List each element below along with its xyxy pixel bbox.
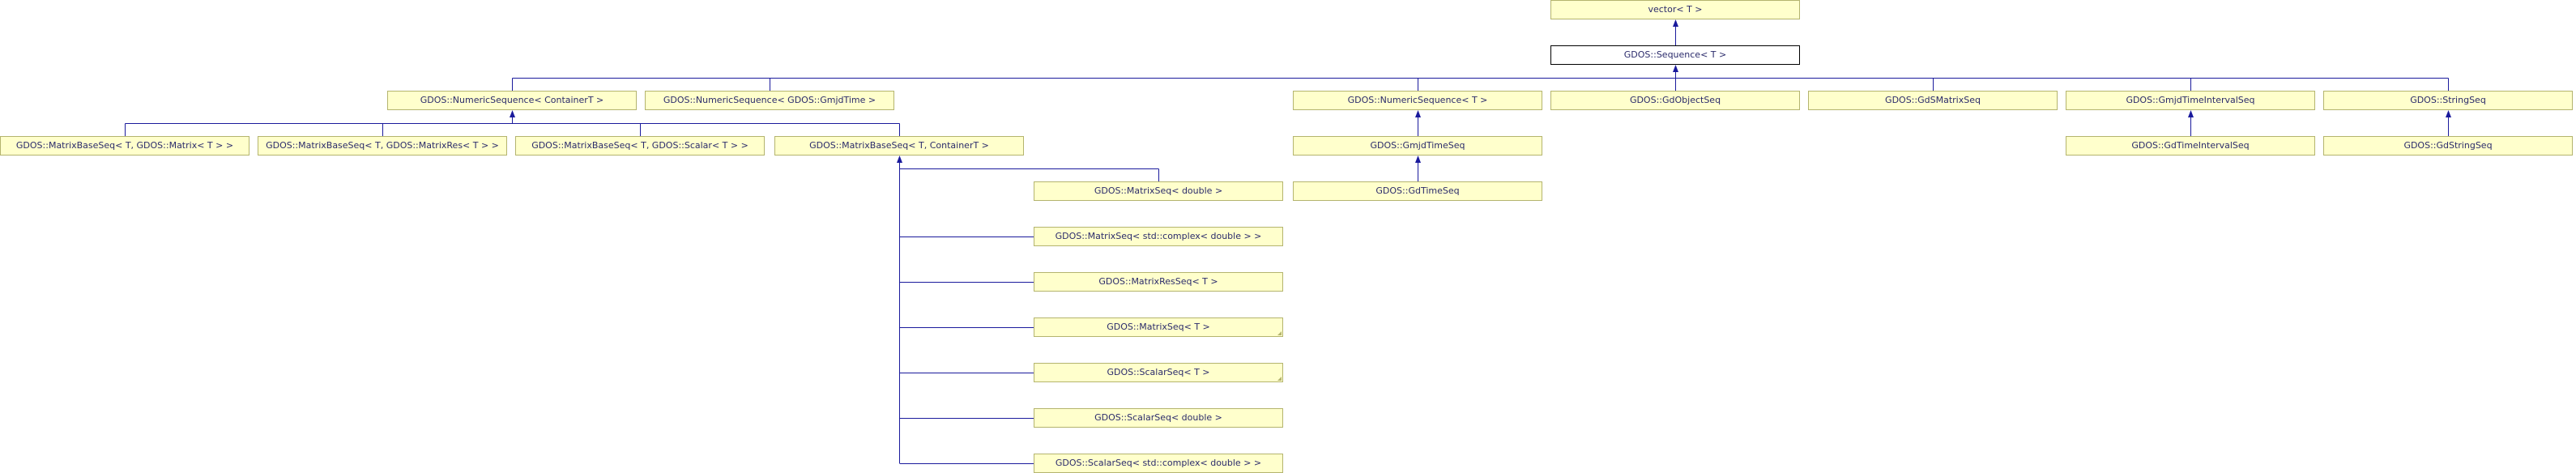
edge-arrowhead — [897, 156, 902, 163]
node-matrixbaseseq-scalar[interactable]: GDOS::MatrixBaseSeq< T, GDOS::Scalar< T … — [515, 136, 765, 156]
node-matrixbaseseq-container[interactable]: GDOS::MatrixBaseSeq< T, ContainerT > — [774, 136, 1024, 156]
node-label: GDOS::MatrixResSeq< T > — [1098, 276, 1218, 287]
edge-arrowhead — [2446, 110, 2451, 117]
node-label: GDOS::MatrixSeq< std::complex< double > … — [1055, 231, 1262, 241]
node-sequence[interactable]: GDOS::Sequence< T > — [1550, 45, 1800, 65]
node-label: GDOS::MatrixBaseSeq< T, GDOS::Matrix< T … — [15, 140, 234, 151]
edge-arrowhead — [1415, 156, 1421, 163]
node-label: GDOS::GdObjectSeq — [1629, 95, 1721, 105]
node-label: GDOS::NumericSequence< ContainerT > — [420, 95, 604, 105]
node-scalarseq-t[interactable]: GDOS::ScalarSeq< T > — [1034, 363, 1283, 382]
node-gmjdtimeseq[interactable]: GDOS::GmjdTimeSeq — [1293, 136, 1542, 156]
node-gdstringseq[interactable]: GDOS::GdStringSeq — [2323, 136, 2573, 156]
node-matrixbaseseq-matrixres[interactable]: GDOS::MatrixBaseSeq< T, GDOS::MatrixRes<… — [258, 136, 507, 156]
node-label: GDOS::MatrixSeq< double > — [1094, 185, 1223, 196]
node-numeric-sequence-t[interactable]: GDOS::NumericSequence< T > — [1293, 91, 1542, 110]
node-numeric-sequence-container[interactable]: GDOS::NumericSequence< ContainerT > — [387, 91, 637, 110]
node-matrixseq-double[interactable]: GDOS::MatrixSeq< double > — [1034, 181, 1283, 201]
node-gdtimeseq[interactable]: GDOS::GdTimeSeq — [1293, 181, 1542, 201]
node-scalarseq-complex[interactable]: GDOS::ScalarSeq< std::complex< double > … — [1034, 454, 1283, 473]
node-label: GDOS::ScalarSeq< double > — [1094, 412, 1222, 423]
node-stringseq[interactable]: GDOS::StringSeq — [2323, 91, 2573, 110]
node-label: vector< T > — [1648, 4, 1703, 15]
node-gdobjectseq[interactable]: GDOS::GdObjectSeq — [1550, 91, 1800, 110]
node-gdtimeintervalseq[interactable]: GDOS::GdTimeIntervalSeq — [2066, 136, 2315, 156]
node-matrixresseq-t[interactable]: GDOS::MatrixResSeq< T > — [1034, 272, 1283, 292]
node-label: GDOS::StringSeq — [2410, 95, 2486, 105]
edge-arrowhead — [1415, 110, 1421, 117]
node-label: GDOS::Sequence< T > — [1623, 49, 1727, 60]
edge-arrowhead — [510, 110, 515, 117]
node-label: GDOS::GmjdTimeIntervalSeq — [2126, 95, 2255, 105]
node-vector[interactable]: vector< T > — [1550, 0, 1800, 19]
node-label: GDOS::GdStringSeq — [2403, 140, 2493, 151]
node-label: GDOS::MatrixBaseSeq< T, GDOS::Scalar< T … — [531, 140, 748, 151]
node-scalarseq-double[interactable]: GDOS::ScalarSeq< double > — [1034, 408, 1283, 428]
edge-arrowhead — [2188, 110, 2194, 117]
node-label: GDOS::NumericSequence< GDOS::GmjdTime > — [663, 95, 876, 105]
node-numeric-sequence-gmjdtime[interactable]: GDOS::NumericSequence< GDOS::GmjdTime > — [645, 91, 894, 110]
node-label: GDOS::ScalarSeq< std::complex< double > … — [1055, 458, 1262, 468]
node-label: GDOS::GdTimeSeq — [1375, 185, 1460, 196]
node-matrixseq-complex[interactable]: GDOS::MatrixSeq< std::complex< double > … — [1034, 227, 1283, 246]
node-label: GDOS::NumericSequence< T > — [1347, 95, 1488, 105]
edge-arrowhead — [1673, 19, 1678, 27]
node-label: GDOS::MatrixBaseSeq< T, ContainerT > — [809, 140, 989, 151]
node-label: GDOS::GmjdTimeSeq — [1370, 140, 1465, 151]
node-matrixbaseseq-matrix[interactable]: GDOS::MatrixBaseSeq< T, GDOS::Matrix< T … — [0, 136, 249, 156]
node-matrixseq-t[interactable]: GDOS::MatrixSeq< T > — [1034, 317, 1283, 337]
node-label: GDOS::MatrixBaseSeq< T, GDOS::MatrixRes<… — [266, 140, 499, 151]
edge-arrowhead — [1673, 65, 1678, 72]
node-label: GDOS::MatrixSeq< T > — [1107, 322, 1210, 332]
node-label: GDOS::GdSMatrixSeq — [1885, 95, 1981, 105]
node-gmjdtimeintervalseq[interactable]: GDOS::GmjdTimeIntervalSeq — [2066, 91, 2315, 110]
node-label: GDOS::GdTimeIntervalSeq — [2131, 140, 2250, 151]
node-gdsmatrixseq[interactable]: GDOS::GdSMatrixSeq — [1808, 91, 2058, 110]
node-label: GDOS::ScalarSeq< T > — [1107, 367, 1210, 377]
